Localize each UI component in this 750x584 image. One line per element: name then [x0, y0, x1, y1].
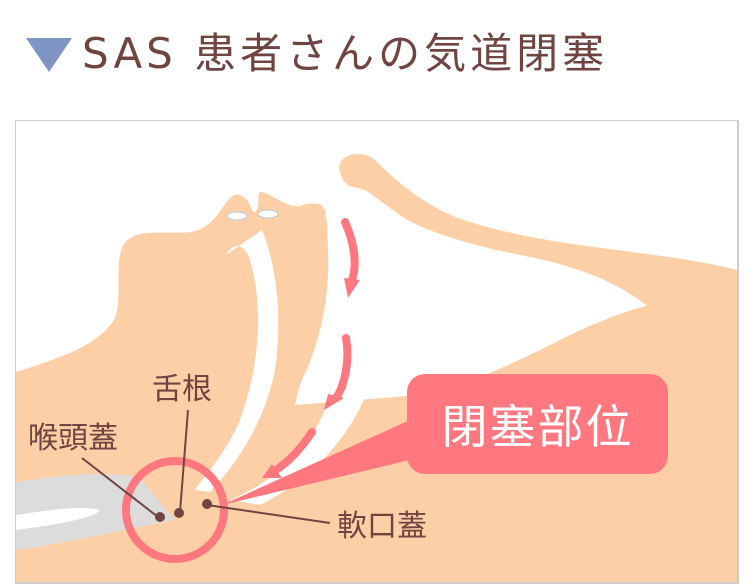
- down-triangle-icon: [26, 38, 72, 72]
- obstruction-site-badge: 閉塞部位: [407, 374, 668, 474]
- back-of-head: [339, 153, 737, 582]
- title-text: SAS 患者さんの気道閉塞: [82, 29, 609, 78]
- label-tongue-base: 舌根: [152, 372, 212, 407]
- head-silhouette: [16, 191, 737, 582]
- label-soft-palate: 軟口蓋: [337, 509, 427, 544]
- label-epiglottis: 喉頭蓋: [28, 421, 118, 456]
- airflow-arrows: [272, 218, 359, 474]
- callout-pointer: [222, 420, 410, 505]
- page-title: SAS 患者さんの気道閉塞: [26, 28, 608, 80]
- obstruction-circle: [122, 457, 228, 563]
- airway-channel: [200, 203, 329, 490]
